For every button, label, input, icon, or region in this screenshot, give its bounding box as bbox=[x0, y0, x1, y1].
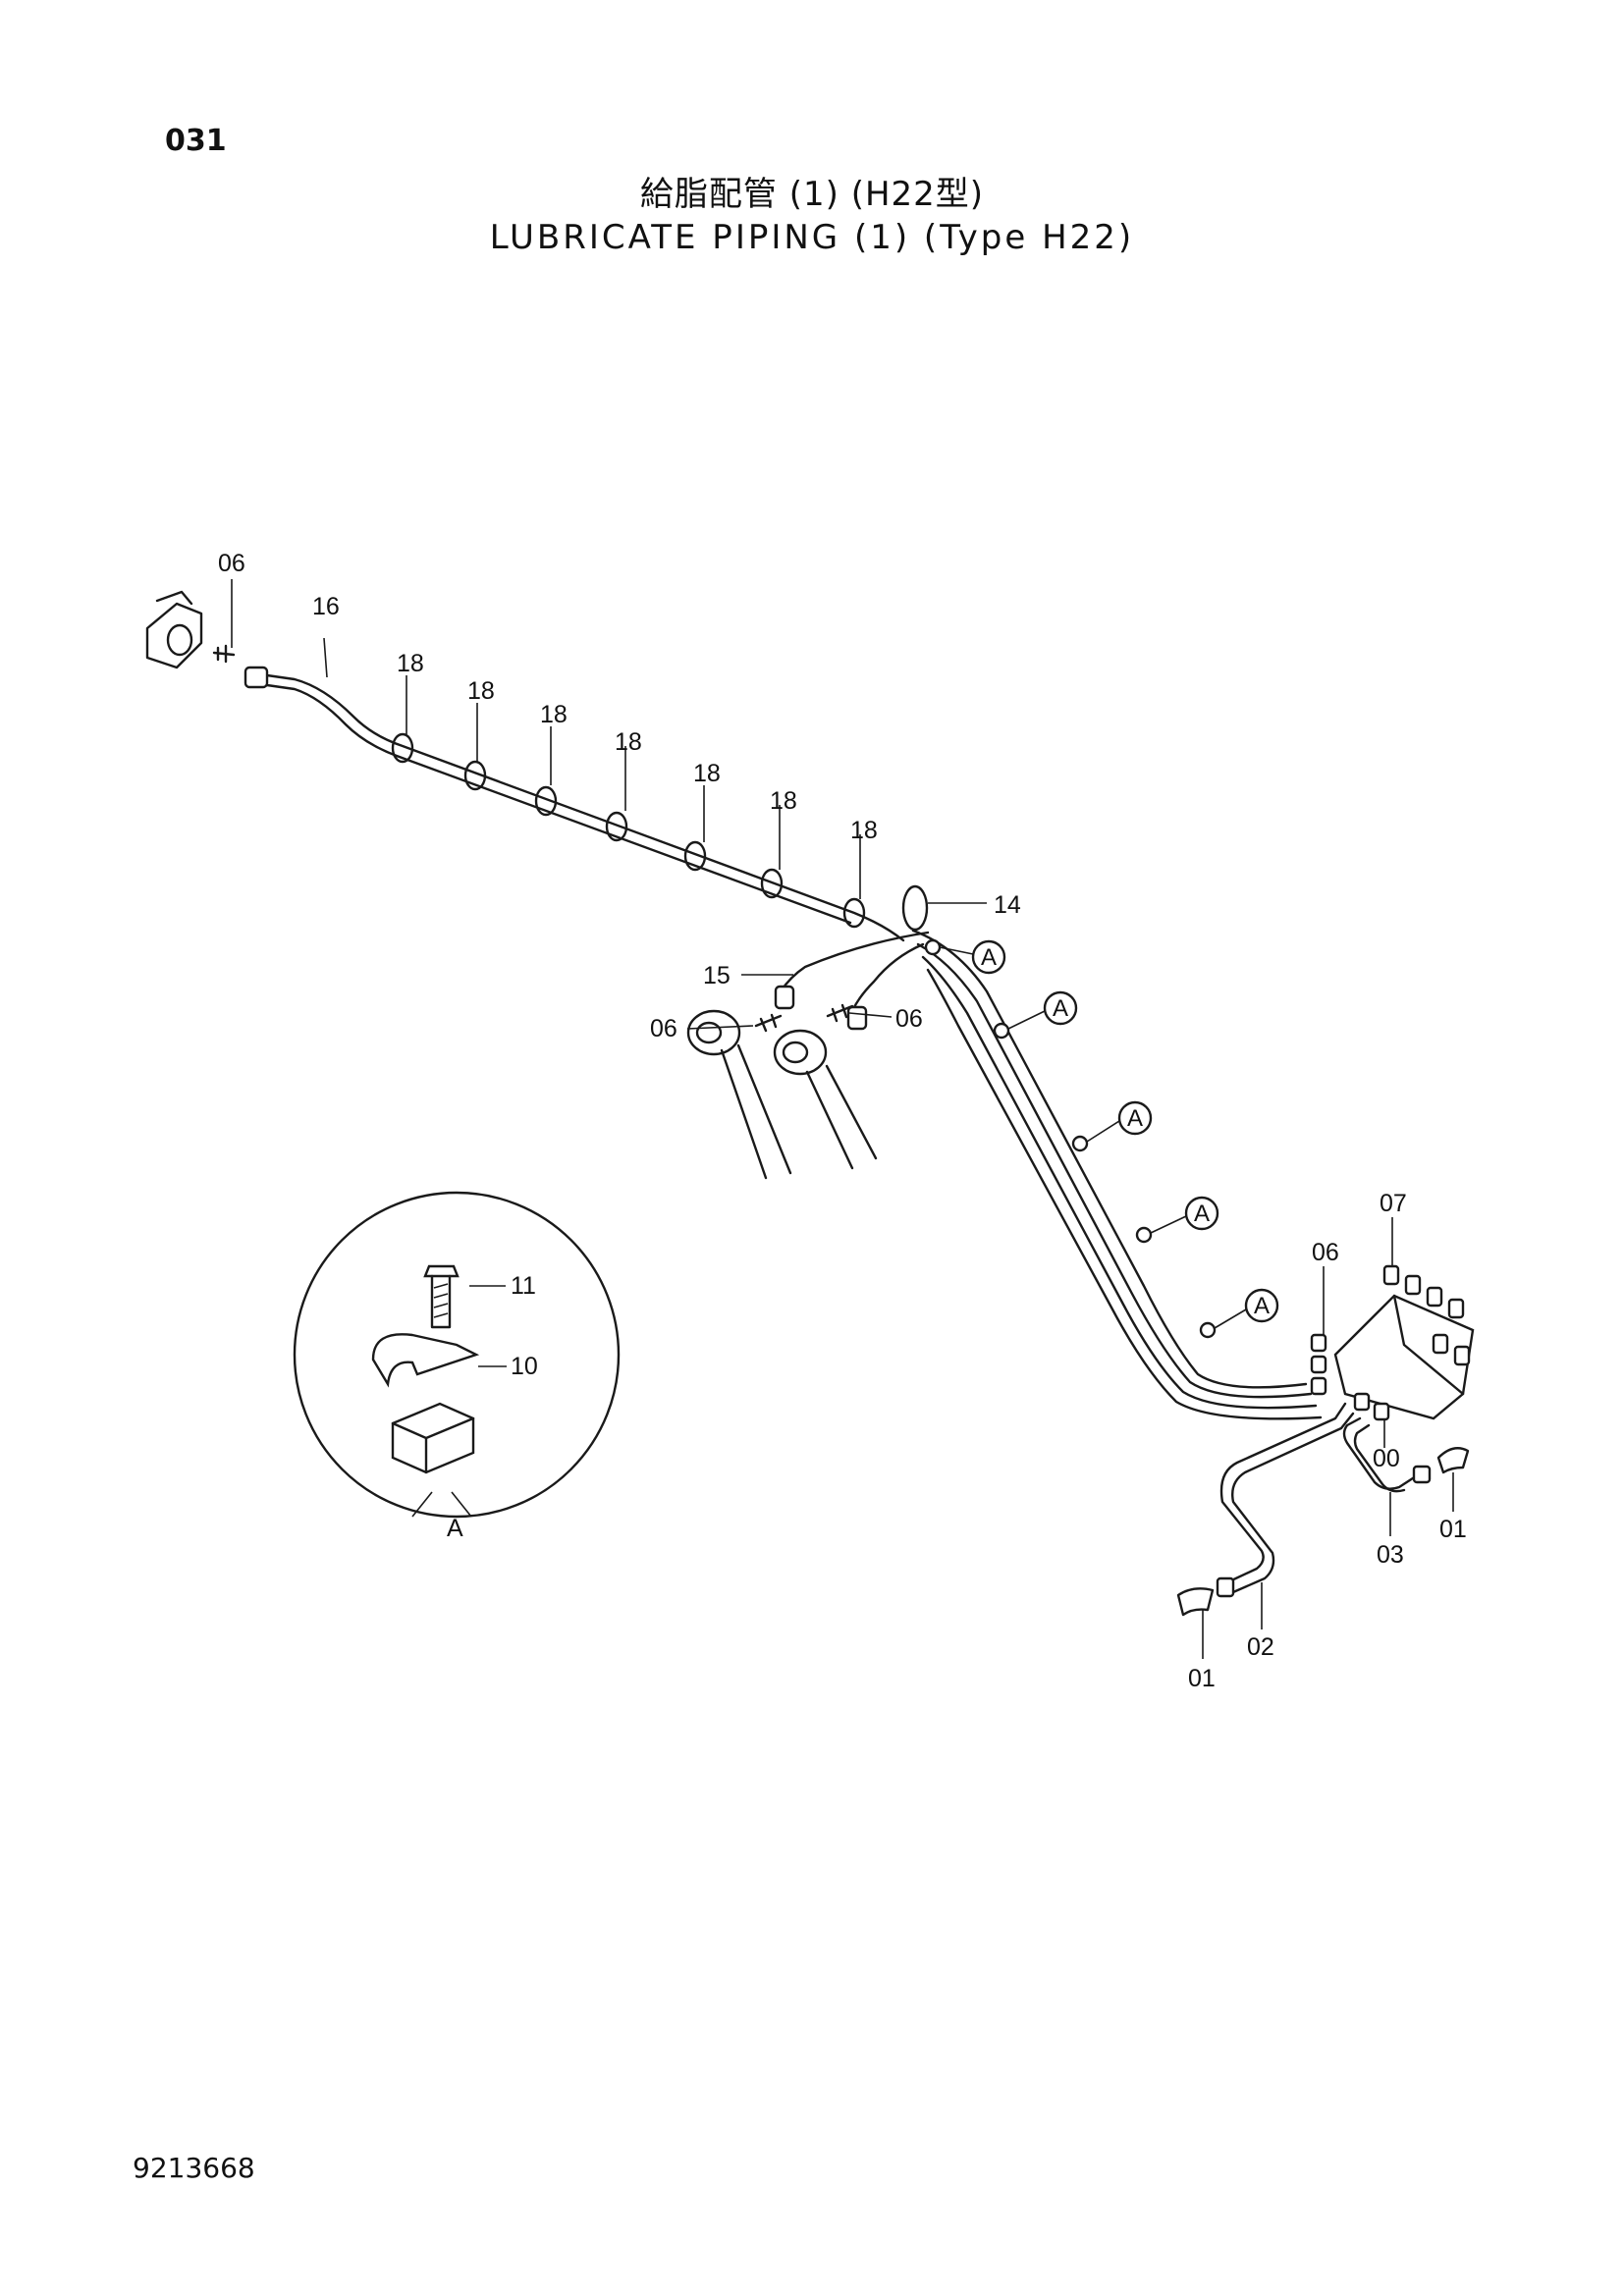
block bbox=[391, 1402, 475, 1474]
callout-18-5: 18 bbox=[693, 760, 721, 787]
callout-10: 10 bbox=[511, 1353, 538, 1380]
callout-18-4: 18 bbox=[615, 728, 642, 756]
clamp-a-ref-2: A bbox=[1053, 995, 1068, 1022]
fitting-01-bottom bbox=[1176, 1587, 1215, 1617]
clamp-a-ref-4: A bbox=[1194, 1201, 1210, 1227]
document-number: 9213668 bbox=[133, 2152, 255, 2184]
callout-18-3: 18 bbox=[540, 701, 568, 728]
title-japanese: 給脂配管 (1) (H22型) bbox=[639, 175, 985, 214]
hose-loop-14 bbox=[901, 884, 929, 932]
callout-06-right: 06 bbox=[1312, 1239, 1339, 1266]
callout-18-2: 18 bbox=[467, 677, 495, 705]
callout-00: 00 bbox=[1373, 1445, 1400, 1472]
callout-01-bottom: 01 bbox=[1188, 1665, 1216, 1692]
fitting-01-right bbox=[1436, 1447, 1470, 1474]
callout-02: 02 bbox=[1247, 1633, 1274, 1661]
callout-07: 07 bbox=[1380, 1190, 1407, 1217]
bolt-11 bbox=[423, 1264, 460, 1329]
callout-18-1: 18 bbox=[397, 650, 424, 677]
clamp-a-ref-1: A bbox=[981, 944, 997, 971]
callout-leaders bbox=[231, 579, 1454, 1659]
callout-06-left: 06 bbox=[650, 1015, 677, 1042]
detail-view-a bbox=[293, 1191, 621, 1519]
clamp-a-ref-5: A bbox=[1254, 1293, 1270, 1319]
boss-fitting-upper-left bbox=[145, 590, 203, 669]
callout-16: 16 bbox=[312, 593, 340, 620]
callout-03: 03 bbox=[1377, 1541, 1404, 1569]
page-number: 031 bbox=[165, 124, 227, 158]
callout-18-7: 18 bbox=[850, 817, 878, 844]
title-english: LUBRICATE PIPING (1) (Type H22) bbox=[489, 218, 1135, 257]
callout-06-top: 06 bbox=[218, 550, 245, 577]
distributor-block bbox=[1310, 1264, 1475, 1421]
arm-ends bbox=[686, 1009, 878, 1180]
callout-18-6: 18 bbox=[770, 787, 797, 815]
clamp-a-reference-markers bbox=[939, 939, 1279, 1329]
clamp-a-ref-3: A bbox=[1127, 1105, 1143, 1132]
fittings-06-arms bbox=[754, 1003, 854, 1033]
pipe-bundle bbox=[911, 929, 1323, 1420]
callout-labels: 06 16 18 18 18 18 18 18 18 14 15 06 06 1… bbox=[218, 550, 1467, 1692]
callout-06-mid: 06 bbox=[895, 1005, 923, 1033]
pipe-02 bbox=[1216, 1402, 1355, 1598]
callout-11: 11 bbox=[511, 1272, 536, 1300]
clamp-10 bbox=[371, 1333, 480, 1388]
fitting-06-top bbox=[212, 644, 236, 664]
callout-01-right: 01 bbox=[1439, 1516, 1467, 1543]
callout-14: 14 bbox=[994, 891, 1021, 919]
pipe-03 bbox=[1342, 1416, 1432, 1493]
bundle-clamps-a bbox=[924, 938, 1217, 1339]
clamps-18 bbox=[391, 732, 866, 929]
callout-15: 15 bbox=[703, 962, 731, 989]
detail-view-label: A bbox=[447, 1515, 463, 1542]
pipe-16 bbox=[244, 666, 905, 942]
hose-15 bbox=[774, 931, 930, 1031]
